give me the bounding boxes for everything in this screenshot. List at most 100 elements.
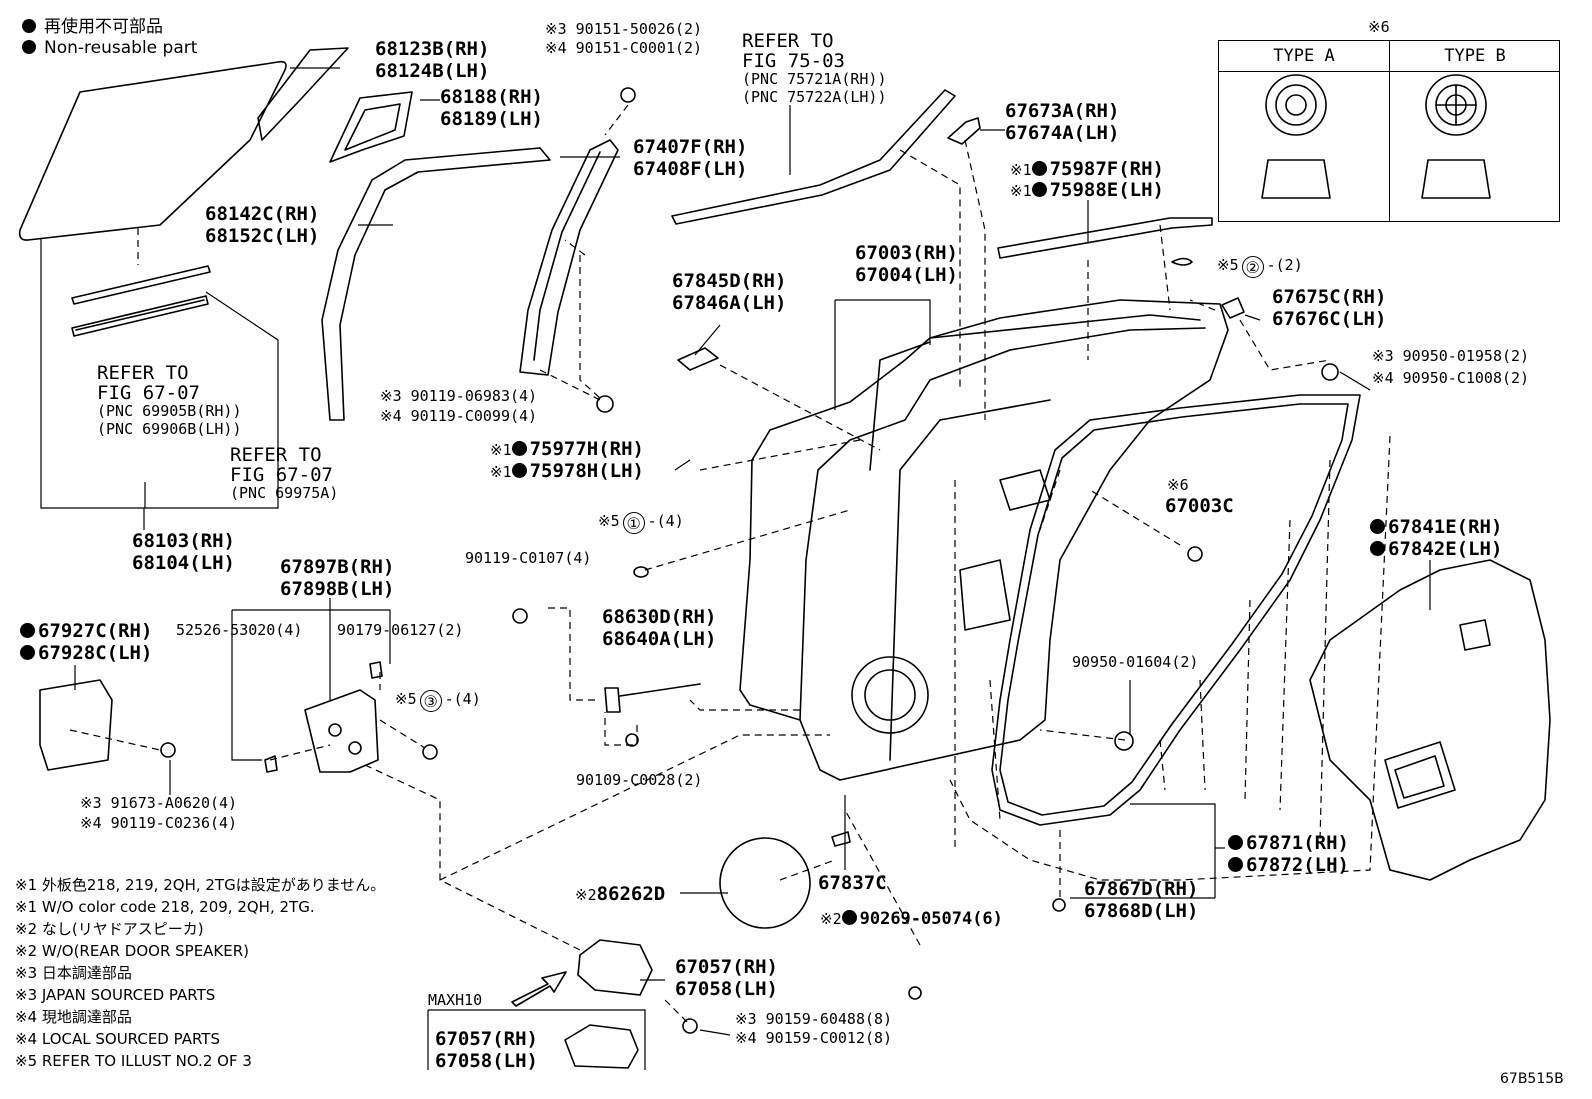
label-panel-rh: 67057(RH) [675,956,778,978]
nonreusable-dot-icon [20,645,35,660]
diagram-code: 67B515B [1500,1071,1564,1087]
door-glass [18,60,287,241]
label-scr-4: ※4 90119-C0236(4) [80,814,238,832]
legend-en: Non-reusable part [22,38,197,58]
hinge-part [677,347,719,371]
label-ref2c: (PNC 69975A) [230,484,339,502]
label-x6: ※6 [1167,476,1189,494]
label-clip-b: 90179-06127(2) [337,621,464,639]
weatherstrip [991,394,1361,826]
watershield [1309,559,1551,881]
label-panel2-lh: 67058(LH) [435,1050,538,1072]
label-ref1c: (PNC 69905B(RH)) [97,402,242,420]
label-ref1: REFER TO [97,362,189,384]
label-cover-rh: 67927C(RH) [20,622,152,641]
note-2-en: ※2 W/O(REAR DOOR SPEAKER) [15,942,250,960]
label-door-lh: 67004(LH) [855,264,958,286]
nonreusable-dot-icon [1370,519,1385,534]
channel-b [71,295,209,337]
door-shell [739,299,1229,781]
upper-molding [671,89,956,225]
nonreusable-dot-icon [1370,541,1385,556]
label-ref2b: FIG 67-07 [230,464,333,486]
quarter-glass [257,47,349,141]
belt-molding [997,217,1213,259]
type-b-header: TYPE B [1390,41,1560,72]
nonreusable-dot-icon [841,910,857,925]
label-nut-a: 52526-53020(4) [176,621,303,639]
label-bolt-c: 90109-C0028(2) [576,771,703,789]
label-seal-rh: 67871(RH) [1228,834,1349,853]
label-ws-rh: 67841E(RH) [1370,518,1502,537]
label-screw-b: 90119-C0107(4) [465,549,592,567]
nonreusable-dot-icon [1031,161,1047,176]
nonreusable-dot-icon [511,463,527,478]
label-div-lh: 67408F(LH) [633,158,748,180]
label-cover-lh: 67928C(LH) [20,644,152,663]
label-brkt-lh: 67898B(LH) [280,578,395,600]
label-scr-3: ※3 91673-A0620(4) [80,794,238,812]
label-maxh: MAXH10 [428,991,483,1009]
label-hinge-rh: 67845D(RH) [672,270,787,292]
label-speaker: ※286262D [575,883,666,905]
legend-jp: 再使用不可部品 [22,12,163,37]
label-clip-4a: ※4 90151-C0001(2) [545,39,703,57]
label-glass-lh: 68104(LH) [132,552,235,574]
label-brkt-rh: 67897B(RH) [280,556,395,578]
label-ref1d: (PNC 69906B(LH)) [97,420,242,438]
label-bolt-3a: ※3 90119-06983(4) [380,387,538,405]
panel-alt [564,1024,639,1069]
label-ref1b: FIG 67-07 [97,382,200,404]
label-hole: 67837C [818,872,887,894]
note-5: ※5 REFER TO ILLUST NO.2 OF 3 [15,1052,252,1070]
label-run-lh: 68152C(LH) [205,225,320,247]
type-a-header: TYPE A [1219,41,1389,72]
speaker [719,837,811,929]
label-run-rh: 68142C(RH) [205,203,320,225]
note-3-en: ※3 JAPAN SOURCED PARTS [15,986,216,1004]
label-pad-lh: 67676C(LH) [1272,308,1387,330]
label-pad-rh: 67675C(RH) [1272,286,1387,308]
label-panel2-rh: 67057(RH) [435,1028,538,1050]
type-box-mark: ※6 [1368,18,1390,36]
note-4-jp: ※4 現地調達部品 [15,1008,132,1026]
label-wst-lh: 67868D(LH) [1084,900,1199,922]
label-b-3: ※3 90159-60488(8) [735,1010,893,1028]
pad-piece [1221,297,1245,319]
direction-arrow [511,971,567,1007]
nonreusable-dot-icon [22,40,36,54]
label-ref3d: (PNC 75722A(LH)) [742,88,887,106]
label-clip-3a: ※3 90151-50026(2) [545,20,703,38]
run-channel [321,147,551,421]
note-1-jp: ※1 外板色218, 219, 2QH, 2TGは設定がありません。 [15,876,386,894]
label-wst-rh: 67867D(RH) [1084,878,1199,900]
nonreusable-dot-icon [20,623,35,638]
label-frame-rh: 68188(RH) [440,86,543,108]
note-1-en: ※1 W/O color code 218, 209, 2QH, 2TG. [15,898,315,916]
nonreusable-dot-icon [1228,835,1243,850]
nonreusable-dot-icon [511,441,527,456]
label-bolt-4a: ※4 90119-C0099(4) [380,407,538,425]
label-hinge-lh: 67846A(LH) [672,292,787,314]
channel-a [71,265,211,305]
door-check [604,687,621,713]
nonreusable-dot-icon [1228,857,1243,872]
label-ref2: REFER TO [230,444,322,466]
label-glass-rh: 68103(RH) [132,530,235,552]
speaker-opening [851,656,929,734]
nonreusable-dot-icon [1031,182,1047,197]
note-3-jp: ※3 日本調達部品 [15,964,132,982]
cap-piece [947,117,981,145]
nonreusable-dot-icon [22,19,36,33]
label-ref3b: FIG 75-03 [742,50,845,72]
label-check-lh: 68640A(LH) [602,628,717,650]
hinge-bracket [304,689,379,773]
